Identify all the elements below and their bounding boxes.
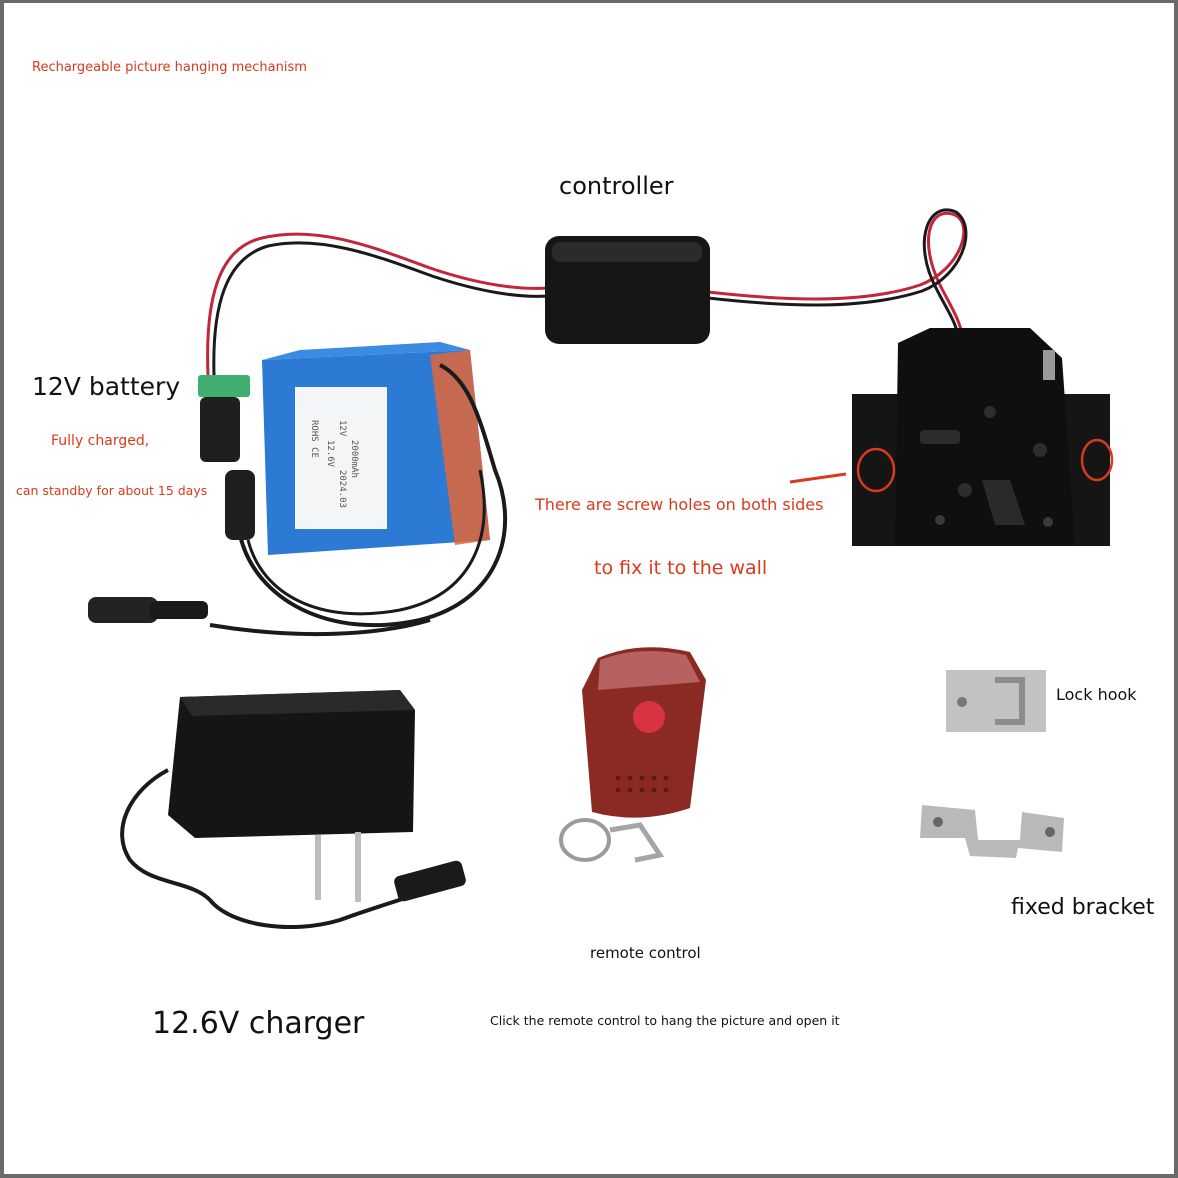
battery-label: 12V battery [32, 372, 181, 401]
battery-pack: 12V 12.6V 2000mAh 2024.03 ROHS CE [262, 342, 490, 555]
screw-hole-marker-right [1080, 438, 1114, 482]
svg-text:ROHS CE: ROHS CE [309, 420, 319, 458]
screw-holes-note: There are screw holes on both sides [535, 495, 824, 514]
battery-output-cable [238, 363, 508, 628]
lock-red-wire [707, 211, 966, 336]
electric-lock [852, 328, 1110, 546]
wall-fix-note: to fix it to the wall [594, 557, 768, 579]
controller-label: controller [559, 172, 674, 200]
svg-text:2000mAh: 2000mAh [349, 440, 359, 478]
fixed-bracket-label: fixed bracket [1011, 895, 1155, 920]
remote-note: Click the remote control to hang the pic… [490, 1013, 840, 1028]
screw-hole-marker-left [856, 447, 896, 493]
remote-control-label: remote control [590, 944, 701, 962]
dc-barrel-plug [88, 597, 208, 623]
charger [120, 690, 466, 930]
screw-hole-arrow [789, 472, 847, 484]
charger-label: 12.6V charger [152, 1006, 365, 1041]
lock-black-wire [707, 208, 968, 337]
lock-hook-label: Lock hook [1056, 685, 1137, 704]
svg-text:12V: 12V [337, 420, 347, 437]
battery-sticker-text: 12V 12.6V 2000mAh 2024.03 ROHS CE [309, 420, 359, 508]
battery-black-wire [212, 241, 549, 376]
battery-note-standby: can standby for about 15 days [16, 483, 208, 498]
battery-red-wire [206, 232, 549, 376]
lock-hook-part [946, 670, 1046, 732]
fixed-bracket-part [920, 805, 1064, 858]
battery-note-charge: Fully charged, [51, 433, 150, 449]
battery-output-cable-2 [246, 469, 486, 616]
page-title: Rechargeable picture hanging mechanism [32, 60, 307, 75]
controller-box [545, 236, 710, 344]
green-dc-connector [198, 375, 255, 540]
svg-text:12.6V: 12.6V [325, 440, 335, 468]
remote-control [559, 647, 706, 863]
svg-text:2024.03: 2024.03 [337, 470, 347, 508]
